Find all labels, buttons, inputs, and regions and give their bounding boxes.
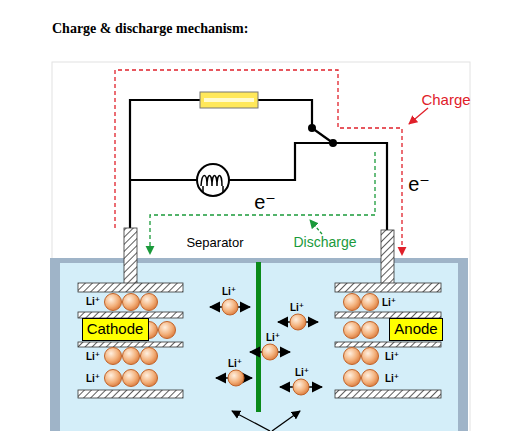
electrode-label: Anode [390,321,442,338]
separator [256,262,261,412]
charge-label: Charge [421,92,470,109]
discharge-label: Discharge [293,235,356,250]
electron-label: e⁻ [408,173,430,195]
separator-label: Separator [186,236,243,250]
ion-label: Li⁺ [222,286,236,297]
cathode-box: Cathode [82,318,149,341]
pointer-arrow [232,411,300,431]
ion-label: Li⁺ [266,332,280,343]
electrode-label: Cathode [83,321,148,338]
figure-title: Charge & discharge mechanism: [52,21,248,36]
ion-label: Li⁺ [86,373,100,384]
ion-label: Li⁺ [290,302,304,313]
ion-motion-arrow [210,307,322,387]
cell-container [50,258,468,431]
discharge-path [150,152,375,254]
ion-label: Li⁺ [385,351,399,362]
ion-label: Li⁺ [86,351,100,362]
anode-box: Anode [389,318,443,341]
ion-label: Li⁺ [385,373,399,384]
lithium-ion [222,299,309,395]
ion-label: Li⁺ [295,367,309,378]
circuit-wire [130,100,387,230]
figure-frame [52,62,470,431]
ion-label: Li⁺ [86,296,100,307]
electron-label: e⁻ [252,191,278,213]
resistor-symbol [200,92,258,108]
charge-pointer [409,108,428,124]
ion-label: Li⁺ [382,297,396,308]
charge-path [115,70,402,255]
discharge-pointer [310,220,322,234]
lamp-symbol [197,164,229,196]
ion-label: Li⁺ [228,358,242,369]
switch-contact [308,124,337,147]
